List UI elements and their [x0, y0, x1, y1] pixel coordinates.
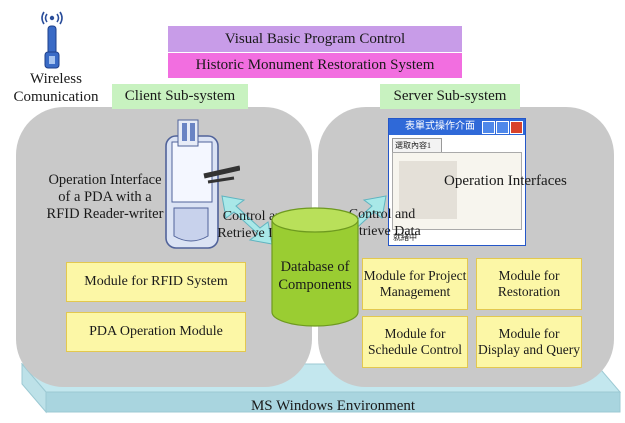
- window-close-icon: [510, 121, 523, 134]
- module-display-query: Module for Display and Query: [476, 316, 582, 368]
- antenna-icon: [41, 11, 63, 69]
- wireless-label: Wireless Comunication: [6, 70, 106, 106]
- client-interface-line3: RFID Reader-writer: [46, 206, 164, 222]
- wireless-label-line1: Wireless: [30, 71, 82, 87]
- module-pda-operation: PDA Operation Module: [66, 312, 246, 352]
- server-arrow-label-line2: Retrieve Data: [343, 224, 421, 239]
- server-window-content: [392, 152, 522, 230]
- program-control-bar: Visual Basic Program Control: [168, 26, 462, 52]
- client-interface-label: Operation Interface of a PDA with a RFID…: [30, 172, 180, 223]
- server-arrow-label: Control and Retrieve Data: [334, 206, 430, 240]
- server-window-title: 表單式操作介面: [405, 121, 475, 132]
- client-subsystem-label: Client Sub-system: [112, 84, 248, 109]
- module-rfid-system: Module for RFID System: [66, 262, 246, 302]
- module-project-management: Module for Project Management: [362, 258, 468, 310]
- database-label-line1: Database of: [280, 259, 350, 275]
- database-label: Database of Components: [266, 258, 364, 294]
- server-window-image: [399, 161, 457, 219]
- module-restoration: Module for Restoration: [476, 258, 582, 310]
- pda-device-icon: [165, 119, 240, 249]
- server-window-tab: 選取內容1: [392, 138, 442, 152]
- server-window-titlebar: 表單式操作介面: [389, 119, 525, 135]
- server-window-status: 就緒中: [393, 233, 417, 242]
- server-subsystem-label: Server Sub-system: [380, 84, 520, 109]
- system-name-bar: Historic Monument Restoration System: [168, 53, 462, 78]
- window-maximize-icon: [496, 121, 509, 134]
- wireless-label-line2: Comunication: [13, 89, 99, 105]
- client-interface-line1: Operation Interface: [48, 172, 162, 188]
- module-schedule-control: Module for Schedule Control: [362, 316, 468, 368]
- database-label-line2: Components: [278, 277, 352, 293]
- window-minimize-icon: [482, 121, 495, 134]
- database-cylinder: [271, 207, 359, 327]
- server-interface-label: Operation Interfaces: [444, 173, 567, 189]
- client-interface-line2: of a PDA with a: [58, 189, 152, 205]
- platform-label: MS Windows Environment: [250, 398, 416, 414]
- server-arrow-label-line1: Control and: [348, 207, 416, 222]
- server-window: 表單式操作介面 選取內容1 就緒中: [388, 118, 526, 246]
